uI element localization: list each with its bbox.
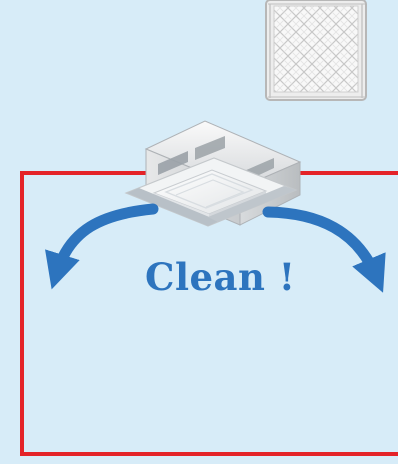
air-filter-icon (266, 0, 366, 100)
airflow-arrow-left-icon (57, 209, 153, 272)
clean-caption: Clean ! (145, 250, 325, 304)
